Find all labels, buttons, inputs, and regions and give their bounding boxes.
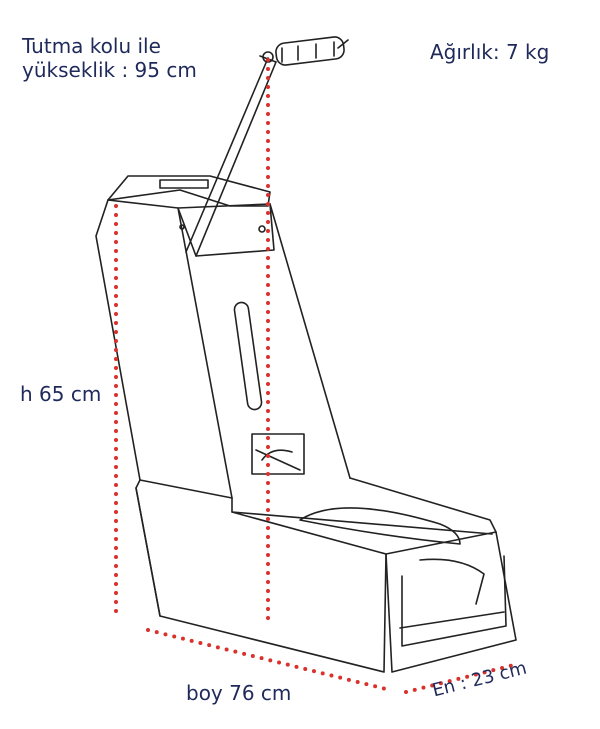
- height-with-handle-line2: yükseklik : 95 cm: [22, 58, 197, 82]
- base: [135, 477, 517, 673]
- weight-label: Ağırlık: 7 kg: [430, 40, 550, 64]
- length-label: boy 76 cm: [186, 681, 292, 705]
- width-dimension-line: [404, 662, 520, 694]
- upright-body: [95, 199, 351, 499]
- height-with-handle-label: Tutma kolu ile yükseklik : 95 cm: [22, 34, 197, 82]
- height-label: h 65 cm: [20, 382, 102, 406]
- dimension-lines: [114, 58, 520, 694]
- top-cover: [107, 175, 275, 257]
- handle: [185, 36, 349, 257]
- height-with-handle-line1: Tutma kolu ile: [22, 34, 161, 58]
- length-dimension-line: [146, 628, 392, 692]
